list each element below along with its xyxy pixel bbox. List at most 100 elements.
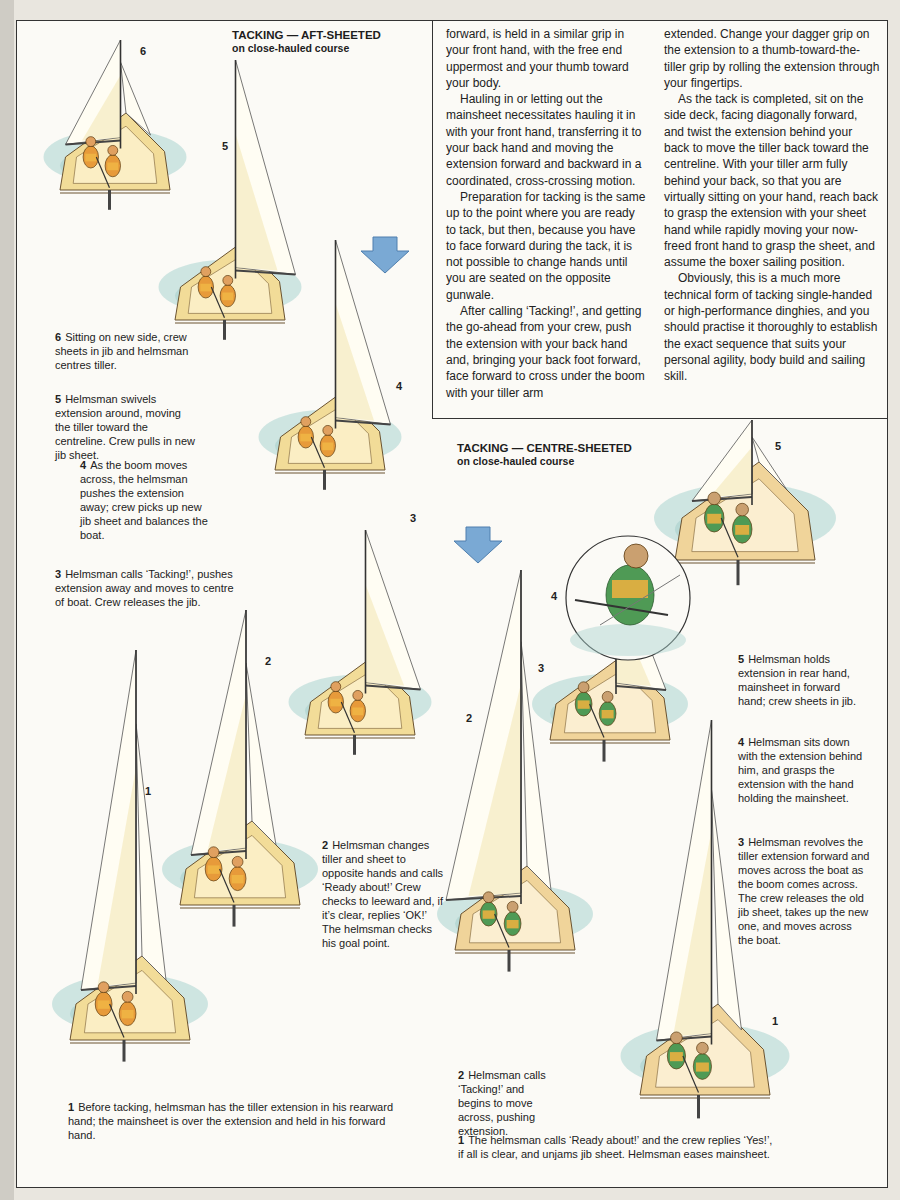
tiller-extension xyxy=(96,157,109,188)
sail-wash xyxy=(208,694,247,851)
body-paragraph: Preparation for tacking is the same up t… xyxy=(446,189,646,303)
sailor-head xyxy=(483,892,494,903)
jib-sail xyxy=(712,790,742,1030)
sailor-head xyxy=(122,991,133,1002)
sail-wash xyxy=(366,584,405,685)
step-caption: 2Helmsman calls ‘Tacking!’ and begins to… xyxy=(458,1068,558,1138)
step-text: Helmsman changes tiller and sheet to opp… xyxy=(322,839,443,949)
mast xyxy=(751,420,753,505)
body-paragraph: As the tack is completed, sit on the sid… xyxy=(664,91,880,270)
rudder xyxy=(508,950,511,972)
sail-wash xyxy=(98,768,137,986)
transom xyxy=(180,908,300,909)
inset-circle xyxy=(566,536,690,660)
step-text: Sitting on new side, crew sheets in jib … xyxy=(55,331,188,371)
step-caption: 3Helmsman calls ‘Tacking!’, pushes exten… xyxy=(55,567,245,609)
callout-number-text: 1 xyxy=(145,785,151,797)
jib-sail xyxy=(521,642,551,890)
callout-number-text: 5 xyxy=(775,440,781,452)
life-jacket xyxy=(232,875,244,883)
life-jacket xyxy=(507,920,519,928)
sailor-body xyxy=(205,857,222,881)
life-jacket xyxy=(122,1010,134,1018)
boom xyxy=(236,271,296,275)
callout-number: 1 xyxy=(145,785,151,797)
boom xyxy=(336,421,391,425)
rudder xyxy=(223,320,226,340)
body-paragraph: forward, is held in a similar grip in yo… xyxy=(446,26,646,91)
step-caption: 6Sitting on new side, crew sheets in jib… xyxy=(55,330,190,372)
sail-wash xyxy=(82,75,121,140)
jib-sail xyxy=(246,663,276,845)
callout-number-text: 2 xyxy=(265,655,271,667)
life-jacket xyxy=(222,293,233,301)
callout-number-text: 6 xyxy=(140,45,146,57)
rudder xyxy=(108,190,111,210)
mast xyxy=(365,530,367,694)
mast xyxy=(520,570,522,904)
step-caption: 3Helmsman revolves the tiller extension … xyxy=(738,835,870,947)
transom xyxy=(550,743,670,744)
sailor-body xyxy=(320,435,335,457)
rudder xyxy=(233,905,236,927)
boom xyxy=(692,497,752,501)
callout-number: 3 xyxy=(410,512,416,524)
mast xyxy=(711,720,713,1045)
step-number: 2 xyxy=(458,1069,464,1081)
step-text: Helmsman calls ‘Tacking!’ and begins to … xyxy=(458,1069,546,1137)
mast xyxy=(135,650,137,994)
transom xyxy=(455,953,575,954)
transom xyxy=(70,1043,190,1044)
life-jacket xyxy=(300,434,311,442)
subheading-text: on close-hauled course xyxy=(457,455,632,468)
tiller-extension xyxy=(721,518,738,557)
subheading-text: on close-hauled course xyxy=(232,42,381,55)
sailor-body xyxy=(575,692,592,716)
step-number: 4 xyxy=(80,459,86,471)
life-jacket xyxy=(696,1063,709,1072)
mainsail xyxy=(657,720,712,1041)
life-jacket xyxy=(670,1052,683,1061)
rudder xyxy=(697,1095,700,1118)
step-number: 6 xyxy=(55,331,61,343)
mainsail xyxy=(81,650,136,990)
boom xyxy=(366,686,421,690)
callout-number: 4 xyxy=(396,380,402,392)
sailor-head xyxy=(232,856,243,867)
mast xyxy=(120,40,122,149)
heading-text: TACKING — AFT-SHEETED xyxy=(232,28,381,42)
step-text: Helmsman sits down with the extension be… xyxy=(738,736,862,804)
sail-wash xyxy=(673,831,712,1037)
life-jacket xyxy=(735,525,749,535)
rudder xyxy=(737,560,740,585)
sailor-body xyxy=(606,565,654,625)
step-text: As the boom moves across, the helmsman p… xyxy=(80,459,208,541)
heading-text: TACKING — CENTRE-SHEETED xyxy=(457,441,632,455)
transom xyxy=(305,738,415,739)
sailor-head xyxy=(602,691,613,702)
step-text: Helmsman holds extension in rear hand, m… xyxy=(738,653,856,707)
sailor-body xyxy=(220,285,235,307)
life-jacket xyxy=(200,284,211,292)
sailor-body xyxy=(83,146,98,168)
tiller-extension xyxy=(110,1004,124,1038)
sailor-head xyxy=(86,137,96,147)
step-caption: 5Helmsman holds extension in rear hand, … xyxy=(738,652,860,708)
tiller-extension xyxy=(311,437,324,468)
sailor-head xyxy=(736,503,749,516)
step-number: 5 xyxy=(738,653,744,665)
callout-number: 5 xyxy=(222,140,228,152)
text-column: extended. Change your dagger grip on the… xyxy=(664,26,880,385)
sail-wash xyxy=(336,303,375,420)
sail-wash xyxy=(236,134,278,271)
callout-number-text: 4 xyxy=(396,380,402,392)
sailor-head xyxy=(697,1042,709,1054)
boom xyxy=(657,1037,712,1041)
step-caption: 1The helmsman calls ‘Ready about!’ and t… xyxy=(458,1133,778,1161)
life-jacket xyxy=(352,708,363,716)
sailor-head xyxy=(301,417,311,427)
transom xyxy=(275,473,385,474)
transom xyxy=(640,1098,770,1099)
water-wash xyxy=(570,624,686,656)
